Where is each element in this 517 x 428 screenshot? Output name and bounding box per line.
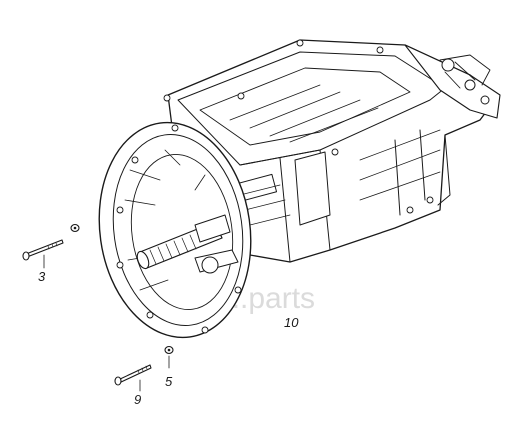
part-5-nut — [164, 345, 174, 355]
housing-bolts — [163, 39, 434, 214]
gearbox-assembly — [98, 39, 501, 339]
bell-housing — [98, 121, 252, 339]
part-3-nut — [70, 223, 80, 233]
callout-10: 10 — [284, 315, 299, 330]
callout-3: 3 — [38, 269, 46, 284]
callout-9: 9 — [134, 392, 141, 407]
input-shaft — [136, 214, 231, 270]
callout-5: 5 — [165, 374, 173, 389]
part-3-bolt — [22, 239, 64, 261]
part-9-bolt — [114, 364, 152, 386]
